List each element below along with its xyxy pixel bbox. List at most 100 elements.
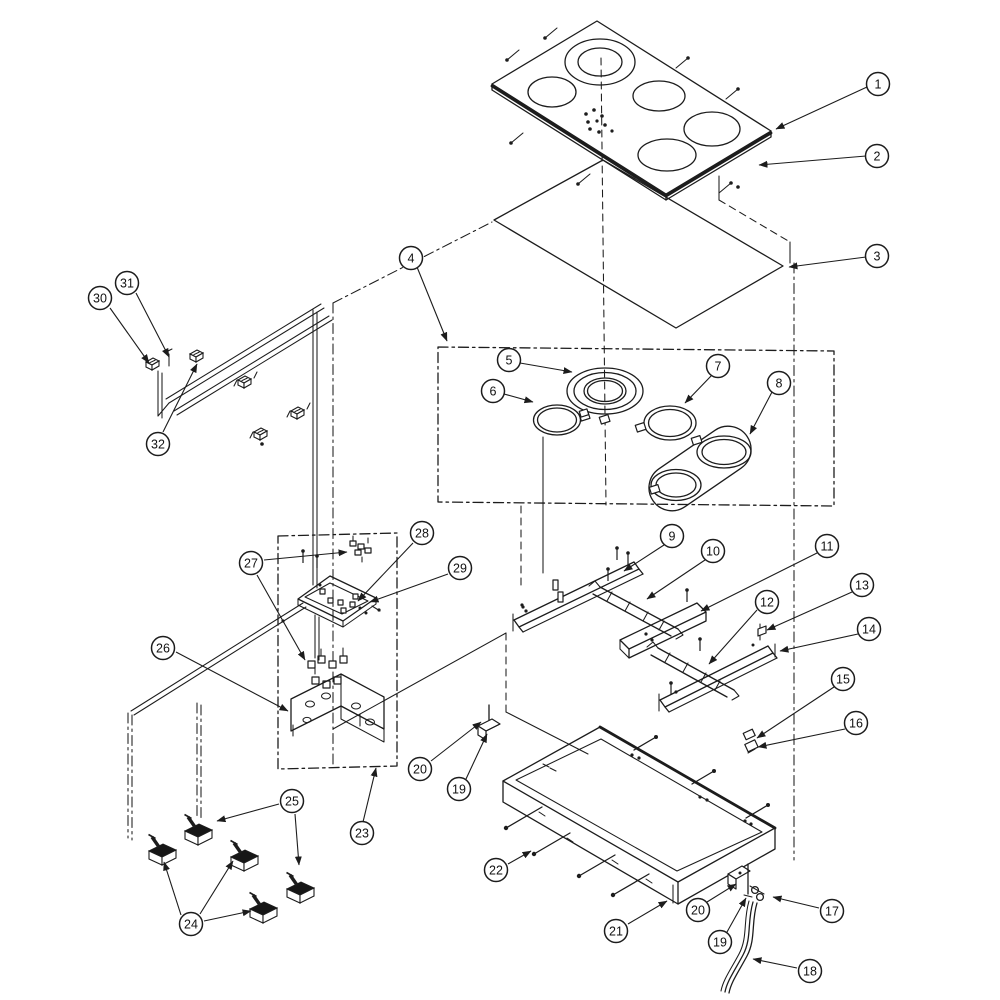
svg-text:19: 19 [452, 783, 466, 797]
callout-20-right: 20 [685, 897, 711, 923]
svg-text:22: 22 [489, 864, 503, 878]
callout-14: 14 [856, 616, 882, 642]
callout-12: 12 [754, 589, 780, 615]
seal-sheet [493, 159, 784, 329]
radiant-element-right [634, 405, 697, 441]
support-rails [512, 545, 778, 754]
clip-15 [742, 728, 756, 741]
svg-text:11: 11 [821, 540, 834, 554]
element-bracket-12 [646, 636, 740, 701]
callout-32: 32 [145, 431, 171, 457]
callout-9: 9 [659, 523, 685, 549]
svg-text:27: 27 [244, 557, 258, 571]
infinite-switch-1 [146, 832, 178, 867]
projection-lines [332, 57, 795, 861]
svg-text:13: 13 [855, 579, 869, 593]
svg-text:19: 19 [713, 936, 727, 950]
base-pan [477, 704, 777, 994]
radiant-element-left [532, 404, 590, 436]
callouts: 1 2 3 4 5 6 7 8 9 10 11 12 13 14 15 16 1… [87, 71, 891, 984]
terminal-blocks-lower [307, 647, 348, 689]
svg-text:31: 31 [120, 277, 134, 291]
callout-20-left: 20 [407, 756, 433, 782]
callout-26: 26 [150, 635, 176, 661]
svg-text:16: 16 [849, 717, 863, 731]
control-frame [281, 548, 381, 628]
callout-30: 30 [87, 285, 113, 311]
callout-17: 17 [819, 898, 845, 924]
svg-text:1: 1 [875, 78, 882, 92]
glass-cooktop-panel [490, 20, 773, 201]
harness-clip-32a [189, 349, 204, 363]
svg-text:7: 7 [715, 360, 722, 374]
rail-14 [658, 643, 778, 713]
svg-text:9: 9 [669, 530, 676, 544]
element-bracket-10 [588, 566, 684, 640]
terminal-connectors-top [349, 535, 372, 563]
callout-2: 2 [864, 143, 890, 169]
infinite-switch-4 [284, 870, 316, 905]
svg-text:4: 4 [408, 252, 415, 266]
rail-9 [512, 545, 644, 633]
svg-text:17: 17 [825, 905, 839, 919]
mounting-bracket-26 [290, 673, 385, 743]
svg-text:21: 21 [609, 925, 623, 939]
radiant-element-bridge [648, 425, 752, 512]
svg-text:14: 14 [862, 623, 876, 637]
callout-6: 6 [480, 378, 506, 404]
svg-text:26: 26 [156, 642, 170, 656]
infinite-switch-2 [182, 812, 214, 847]
svg-text:20: 20 [691, 904, 705, 918]
leader-lines [109, 86, 868, 969]
callout-10: 10 [700, 538, 726, 564]
harness-clip-32c [290, 406, 305, 420]
svg-text:32: 32 [151, 438, 165, 452]
callout-11: 11 [814, 533, 840, 559]
callout-18: 18 [797, 958, 823, 984]
callout-8: 8 [766, 370, 792, 396]
callout-4: 4 [398, 245, 424, 271]
svg-text:2: 2 [874, 150, 881, 164]
glass-vent-holes [584, 108, 614, 134]
svg-text:6: 6 [490, 385, 497, 399]
harness-clip-32b [237, 375, 252, 389]
callout-5: 5 [496, 347, 522, 373]
harness-clip-32d [253, 427, 268, 441]
harness-clip-30 [145, 357, 160, 371]
pan-screws-22 [503, 806, 653, 898]
power-cord-18 [720, 900, 758, 994]
callout-24: 24 [178, 911, 204, 937]
callout-7: 7 [705, 353, 731, 379]
svg-text:23: 23 [355, 827, 369, 841]
svg-text:29: 29 [453, 562, 467, 576]
svg-text:15: 15 [836, 673, 850, 687]
callout-16: 16 [843, 710, 869, 736]
svg-text:20: 20 [413, 763, 427, 777]
burner-box-outline [437, 346, 835, 507]
callout-15: 15 [830, 666, 856, 692]
bracket-20-right [727, 863, 753, 898]
svg-text:5: 5 [506, 354, 513, 368]
clip-13 [751, 623, 767, 647]
wire-harness [145, 303, 333, 589]
svg-text:18: 18 [803, 965, 817, 979]
callout-23: 23 [349, 820, 375, 846]
glass-mount-screws [505, 27, 740, 194]
strain-relief-17 [749, 885, 765, 902]
callout-3: 3 [864, 243, 890, 269]
svg-text:8: 8 [776, 377, 783, 391]
control-assembly [277, 532, 398, 770]
callout-28: 28 [409, 520, 435, 546]
radiant-element-dual [566, 367, 644, 425]
infinite-switch-5 [247, 890, 279, 925]
callout-1: 1 [865, 71, 891, 97]
callout-19-left: 19 [446, 776, 472, 802]
pan-screws-top [633, 735, 770, 819]
callout-21: 21 [603, 918, 629, 944]
callout-25: 25 [279, 788, 305, 814]
svg-text:3: 3 [874, 250, 881, 264]
callout-31: 31 [114, 270, 140, 296]
callout-13: 13 [849, 572, 875, 598]
